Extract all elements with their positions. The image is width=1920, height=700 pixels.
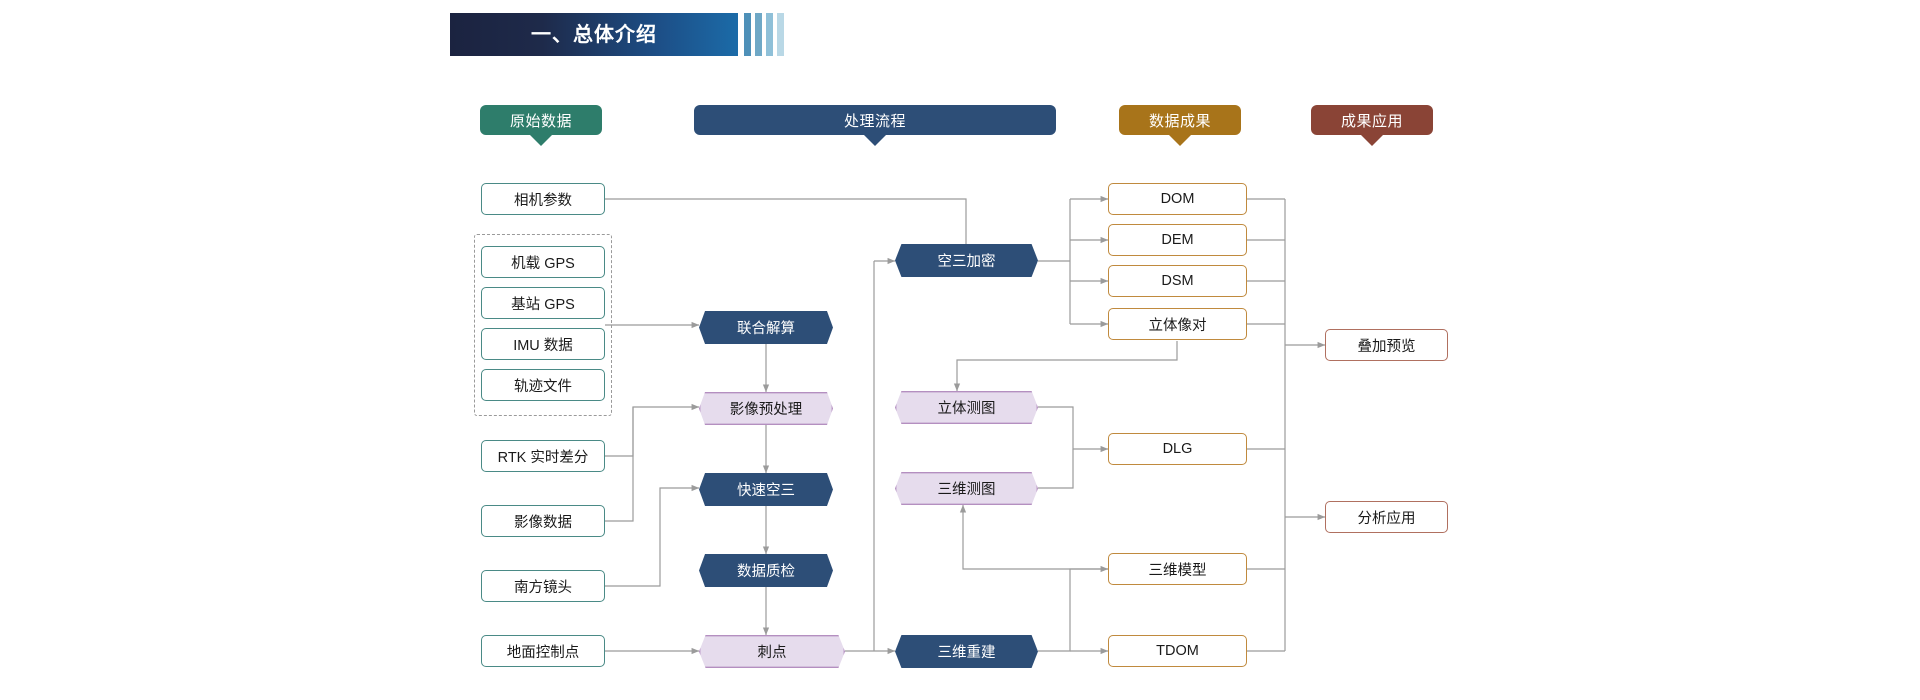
node-output-stereo-pair-label: 立体像对 <box>1148 317 1207 334</box>
node-3d-reconstruction[interactable]: 三维重建 <box>895 635 1038 668</box>
node-app-overlay-preview-label: 叠加预览 <box>1357 338 1416 355</box>
node-ground-control-point-label: 地面控制点 <box>506 644 580 661</box>
node-app-overlay-preview[interactable]: 叠加预览 <box>1325 329 1448 361</box>
page-title: 一、总体介绍 <box>531 23 657 46</box>
node-3d-reconstruction-label: 三维重建 <box>937 645 996 661</box>
node-stereo-mapping-label: 立体测图 <box>937 401 996 417</box>
node-southern-lens-label: 南方镜头 <box>514 579 572 596</box>
node-image-preprocess[interactable]: 影像预处理 <box>699 392 833 425</box>
node-output-dem[interactable]: DEM <box>1108 224 1247 256</box>
node-app-analysis-label: 分析应用 <box>1357 510 1416 527</box>
banner-data-output-label: 数据成果 <box>1148 112 1211 130</box>
node-image-preprocess-label: 影像预处理 <box>729 402 803 418</box>
node-output-dom[interactable]: DOM <box>1108 183 1247 215</box>
nav-data-group <box>474 234 612 416</box>
header-stripe-2 <box>755 13 762 56</box>
node-southern-lens[interactable]: 南方镜头 <box>481 570 605 602</box>
banner-data-output: 数据成果 <box>1119 105 1241 135</box>
node-imu-data-label: IMU 数据 <box>513 337 573 354</box>
node-3d-mapping[interactable]: 三维测图 <box>895 472 1038 505</box>
node-output-tdom-label: TDOM <box>1156 643 1199 659</box>
node-imu-data[interactable]: IMU 数据 <box>481 328 605 360</box>
node-app-analysis[interactable]: 分析应用 <box>1325 501 1448 533</box>
node-output-stereo-pair[interactable]: 立体像对 <box>1108 308 1247 340</box>
node-rtk-realtime[interactable]: RTK 实时差分 <box>481 440 605 472</box>
node-trajectory-file[interactable]: 轨迹文件 <box>481 369 605 401</box>
section-header-bar: 一、总体介绍 <box>450 13 738 56</box>
header-stripe-3 <box>766 13 773 56</box>
header-stripe-1 <box>744 13 751 56</box>
node-output-3d-model-label: 三维模型 <box>1148 562 1207 579</box>
node-camera-params[interactable]: 相机参数 <box>481 183 605 215</box>
node-output-3d-model[interactable]: 三维模型 <box>1108 553 1247 585</box>
node-data-qc[interactable]: 数据质检 <box>699 554 833 587</box>
node-ground-control-point[interactable]: 地面控制点 <box>481 635 605 667</box>
node-output-dsm-label: DSM <box>1161 273 1194 289</box>
banner-application-tip <box>1361 135 1383 146</box>
node-rtk-realtime-label: RTK 实时差分 <box>497 449 589 466</box>
node-aerotriangulation-densify[interactable]: 空三加密 <box>895 244 1038 277</box>
banner-workflow-label: 处理流程 <box>843 112 906 130</box>
node-airborne-gps-label: 机载 GPS <box>511 255 575 272</box>
node-stereo-mapping[interactable]: 立体测图 <box>895 391 1038 424</box>
node-output-dem-label: DEM <box>1161 232 1194 248</box>
node-output-dlg-label: DLG <box>1162 441 1193 457</box>
node-joint-solution-label: 联合解算 <box>737 321 795 337</box>
node-airborne-gps[interactable]: 机载 GPS <box>481 246 605 278</box>
node-point-marking-label: 刺点 <box>757 645 787 661</box>
banner-raw-data-label: 原始数据 <box>509 112 572 130</box>
banner-raw-data-tip <box>530 135 552 146</box>
node-output-dom-label: DOM <box>1160 191 1195 207</box>
node-output-dlg[interactable]: DLG <box>1108 433 1247 465</box>
node-camera-params-label: 相机参数 <box>514 192 572 209</box>
node-image-data[interactable]: 影像数据 <box>481 505 605 537</box>
banner-raw-data: 原始数据 <box>480 105 602 135</box>
node-base-gps-label: 基站 GPS <box>511 296 575 313</box>
node-output-tdom[interactable]: TDOM <box>1108 635 1247 667</box>
header-stripe-4 <box>777 13 784 56</box>
banner-application: 成果应用 <box>1311 105 1433 135</box>
node-rapid-aerotriangulation-label: 快速空三 <box>737 483 795 499</box>
node-data-qc-label: 数据质检 <box>737 564 795 580</box>
node-output-dsm[interactable]: DSM <box>1108 265 1247 297</box>
node-trajectory-file-label: 轨迹文件 <box>514 378 572 395</box>
node-aerotriangulation-densify-label: 空三加密 <box>937 254 996 270</box>
node-image-data-label: 影像数据 <box>514 514 572 531</box>
banner-data-output-tip <box>1169 135 1191 146</box>
node-point-marking[interactable]: 刺点 <box>699 635 845 668</box>
node-joint-solution[interactable]: 联合解算 <box>699 311 833 344</box>
node-3d-mapping-label: 三维测图 <box>937 482 996 498</box>
node-rapid-aerotriangulation[interactable]: 快速空三 <box>699 473 833 506</box>
banner-application-label: 成果应用 <box>1340 112 1403 130</box>
banner-workflow-tip <box>864 135 886 146</box>
banner-workflow: 处理流程 <box>694 105 1056 135</box>
node-base-gps[interactable]: 基站 GPS <box>481 287 605 319</box>
